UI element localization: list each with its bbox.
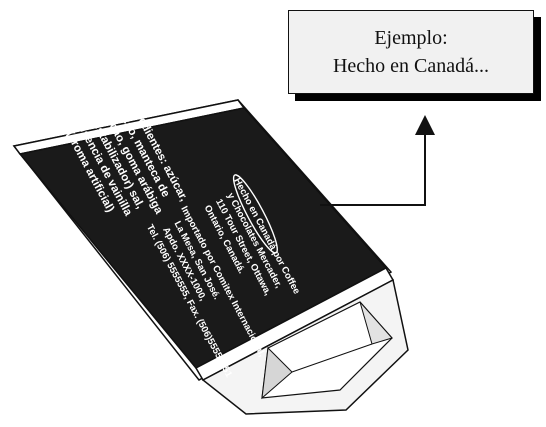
package-inner-fold-2: [359, 301, 393, 345]
package-fold-line: [291, 343, 373, 373]
callout-line-2: Hecho en Canadá...: [332, 55, 490, 77]
callout-line-1: Ejemplo:: [374, 27, 448, 49]
origin-highlight-ellipse: [232, 174, 278, 254]
callout-leader-arrow: [320, 115, 435, 206]
package-inner-fold: [261, 346, 293, 400]
example-callout-box: Ejemplo: Hecho en Canadá...: [288, 10, 534, 94]
